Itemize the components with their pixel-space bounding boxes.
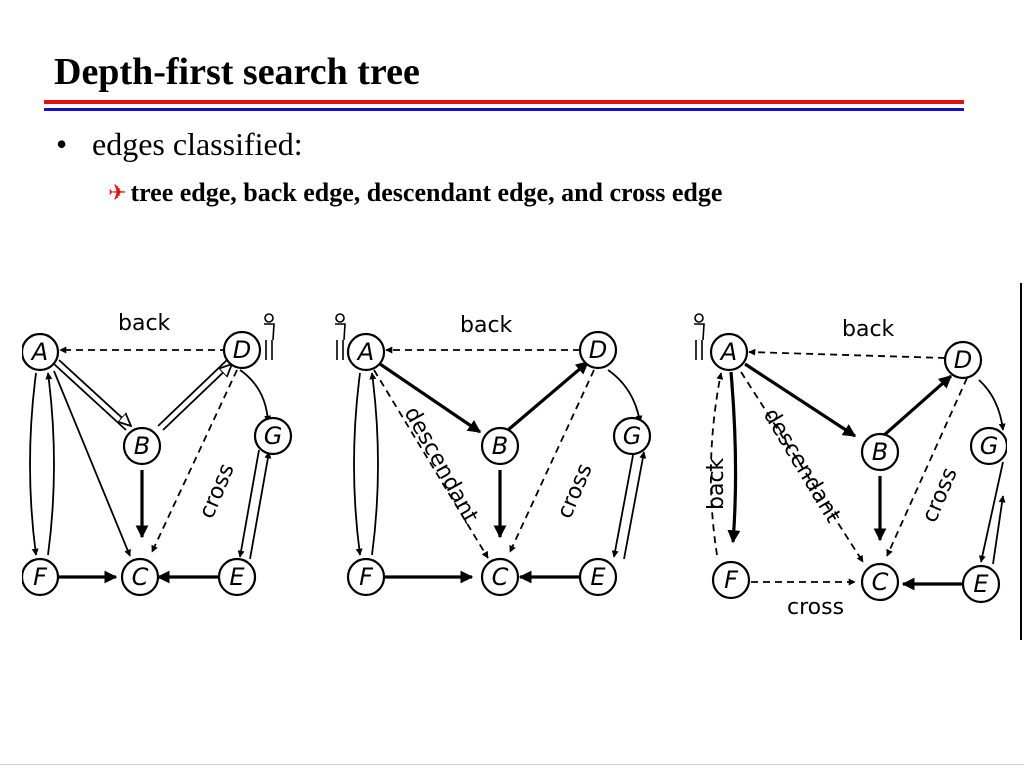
svg-text:G: G <box>623 422 642 450</box>
graph-node: B <box>122 426 162 466</box>
graph-diagram-1: back cross A D B G F C E <box>22 311 293 597</box>
edge <box>992 495 1006 565</box>
back-edge <box>709 372 724 556</box>
svg-text:C: C <box>132 563 149 591</box>
svg-text:A: A <box>30 338 48 366</box>
graph-node: F <box>346 557 386 597</box>
edge-label-descendant: descendant <box>399 403 483 528</box>
graph-node: C <box>480 557 520 597</box>
graph-node: B <box>860 432 900 472</box>
graph-node: G <box>612 416 652 456</box>
edge-label-back: back <box>460 313 513 338</box>
graph-node: D <box>222 330 262 370</box>
edge-label-back: back <box>118 311 171 336</box>
graph-node: C <box>860 562 900 602</box>
svg-text:B: B <box>872 438 888 466</box>
graph-node: E <box>578 557 618 597</box>
svg-text:D: D <box>233 336 251 364</box>
descendant-edge <box>373 369 489 559</box>
slide-title: Depth-first search tree <box>54 51 420 93</box>
descendant-edge <box>740 371 864 563</box>
person-icon <box>264 313 275 360</box>
bullet-dot: • <box>56 126 68 162</box>
svg-text:F: F <box>724 566 739 594</box>
dfs-figure: back cross A D B G F C E back descendant <box>22 280 1024 640</box>
title-rule-red <box>44 100 964 104</box>
graph-node: E <box>217 557 257 597</box>
graph-diagram-3: back descendant cross back cross A D B G… <box>694 313 1007 620</box>
svg-text:G: G <box>980 432 999 460</box>
edge <box>607 369 643 423</box>
cross-edge <box>509 369 595 553</box>
back-edge <box>748 348 946 359</box>
airplane-icon: ✈ <box>108 180 127 205</box>
graph-node: E <box>961 564 1001 604</box>
graph-node: F <box>22 557 60 597</box>
image-border <box>1020 283 1022 640</box>
cross-edge <box>886 377 968 557</box>
tree-edge <box>157 360 232 431</box>
cross-edge <box>151 369 238 553</box>
graph-node: D <box>943 340 983 380</box>
edge <box>53 370 131 557</box>
bullet-text: edges classified: <box>92 126 303 162</box>
sub-bullet-item: ✈ tree edge, back edge, descendant edge,… <box>108 176 722 210</box>
edge <box>611 449 635 558</box>
tree-edge <box>379 362 482 434</box>
tree-edge <box>506 360 590 432</box>
svg-text:E: E <box>590 563 606 591</box>
edge <box>978 379 1006 431</box>
bullet-item: • edges classified: <box>56 124 303 164</box>
edge-label-cross: cross <box>195 460 240 522</box>
svg-text:F: F <box>33 563 48 591</box>
graph-node: A <box>346 332 386 372</box>
slide-bottom-rule <box>0 764 1024 765</box>
graph-node: B <box>480 426 520 466</box>
edge <box>369 372 379 556</box>
svg-text:E: E <box>973 570 989 598</box>
edge <box>239 369 272 423</box>
graph-node: D <box>578 330 618 370</box>
svg-text:F: F <box>359 563 374 591</box>
graph-node: A <box>709 332 749 372</box>
graph-node: G <box>253 416 293 456</box>
edge <box>978 461 1004 563</box>
graph-node: C <box>120 557 160 597</box>
person-icon <box>335 313 346 360</box>
tree-edge <box>881 374 953 438</box>
edge-label-back: back <box>704 457 729 510</box>
graph-node: G <box>969 426 1007 466</box>
svg-text:C: C <box>492 563 509 591</box>
tree-edge <box>727 371 741 544</box>
svg-text:D: D <box>589 336 607 364</box>
svg-text:D: D <box>954 346 972 374</box>
svg-text:B: B <box>492 432 508 460</box>
svg-text:A: A <box>356 338 374 366</box>
svg-text:G: G <box>264 422 283 450</box>
edge-label-back: back <box>842 317 895 342</box>
edge-label-cross: cross <box>553 460 598 522</box>
graph-node: F <box>711 560 751 600</box>
edge-label-cross: cross <box>787 595 844 620</box>
edge <box>237 449 260 558</box>
title-rule-blue <box>44 108 964 111</box>
edge <box>623 451 647 560</box>
svg-text:E: E <box>229 563 245 591</box>
edge <box>29 372 39 556</box>
edge <box>249 451 272 560</box>
svg-text:B: B <box>134 432 150 460</box>
graph-diagram-2: back descendant cross A D B G F C E <box>335 313 652 597</box>
edge <box>45 372 55 556</box>
svg-text:C: C <box>872 568 889 596</box>
sub-bullet-text: tree edge, back edge, descendant edge, a… <box>130 178 723 207</box>
edge-label-cross: cross <box>918 464 963 526</box>
edge <box>353 372 363 556</box>
person-icon <box>694 313 705 360</box>
tree-edge <box>744 362 857 438</box>
svg-text:A: A <box>719 338 737 366</box>
graph-node: A <box>22 332 60 372</box>
tree-edge <box>53 359 131 430</box>
